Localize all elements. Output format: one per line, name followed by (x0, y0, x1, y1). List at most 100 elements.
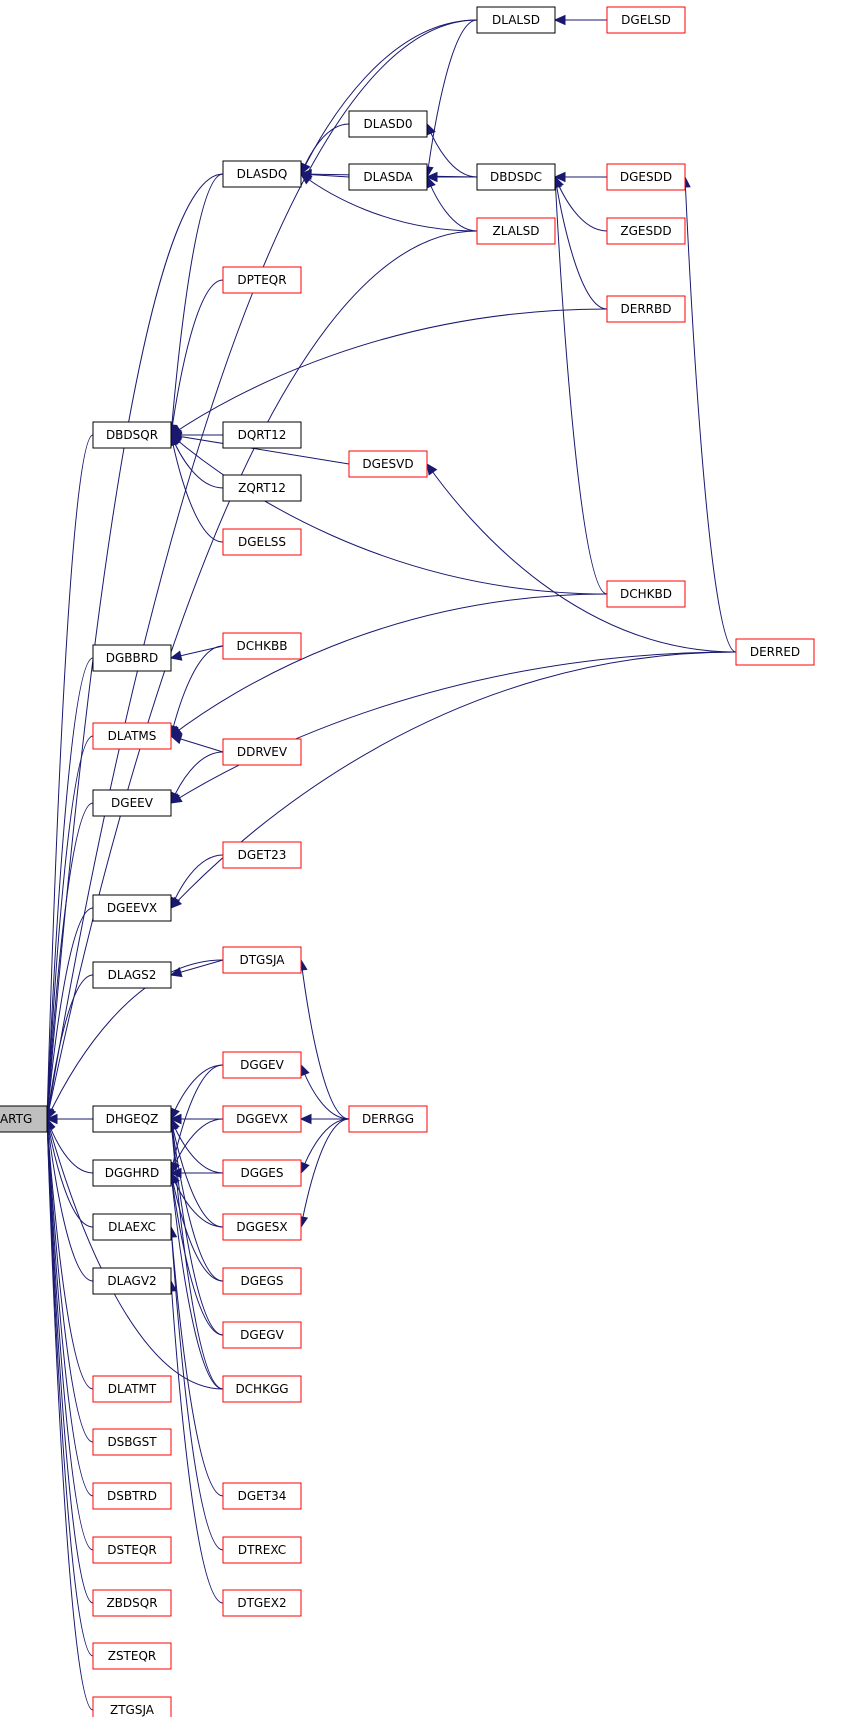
node-dgelsd[interactable]: DGELSD (606, 6, 686, 34)
node-dlasdq[interactable]: DLASDQ (222, 160, 302, 188)
node-box (92, 1696, 172, 1717)
node-box (92, 1428, 172, 1456)
node-label: DLATMS (108, 729, 157, 743)
node-ztgsja[interactable]: ZTGSJA (92, 1696, 172, 1717)
node-box (92, 789, 172, 817)
node-label: DGELSS (238, 535, 286, 549)
node-zbdsqr[interactable]: ZBDSQR (92, 1589, 172, 1617)
node-box (222, 738, 302, 766)
node-dlaexc[interactable]: DLAEXC (92, 1213, 172, 1241)
node-dsbgst[interactable]: DSBGST (92, 1428, 172, 1456)
node-dlartg[interactable]: DLARTG (0, 1105, 48, 1133)
node-dggev[interactable]: DGGEV (222, 1051, 302, 1079)
node-label: DSBGST (107, 1435, 157, 1449)
node-dtgex2[interactable]: DTGEX2 (222, 1589, 302, 1617)
node-ddrvev[interactable]: DDRVEV (222, 738, 302, 766)
edge-dtgsja-to-dlags2 (169, 959, 224, 978)
node-label: DGET34 (238, 1489, 287, 1503)
node-dlagv2[interactable]: DLAGV2 (92, 1267, 172, 1295)
node-box (222, 1267, 302, 1295)
node-dbdsqr[interactable]: DBDSQR (92, 421, 172, 449)
node-dget23[interactable]: DGET23 (222, 841, 302, 869)
node-dggesx[interactable]: DGGESX (222, 1213, 302, 1241)
node-box (92, 1105, 172, 1133)
node-label: DGEEVX (107, 901, 157, 915)
node-dlasda[interactable]: DLASDA (348, 163, 428, 191)
node-dpteqr[interactable]: DPTEQR (222, 266, 302, 294)
node-dggevx[interactable]: DGGEVX (222, 1105, 302, 1133)
edge-dgelss-to-dbdsqr (167, 433, 224, 543)
edge-derred-to-dgeevx (170, 651, 737, 909)
node-dlasd0[interactable]: DLASD0 (348, 110, 428, 138)
node-dlatms[interactable]: DLATMS (92, 722, 172, 750)
node-label: DLARTG (0, 1112, 32, 1126)
node-box (222, 1105, 302, 1133)
node-box (222, 1051, 302, 1079)
node-box (476, 6, 556, 34)
node-dgelss[interactable]: DGELSS (222, 528, 302, 556)
node-zsteqr[interactable]: ZSTEQR (92, 1642, 172, 1670)
edge-derrbd-to-dbdsdc (551, 175, 608, 310)
node-dtgsja[interactable]: DTGSJA (222, 946, 302, 974)
node-dgges[interactable]: DGGES (222, 1159, 302, 1187)
node-box (348, 110, 428, 138)
edge-ddrvev-to-dlatms (169, 734, 224, 753)
node-box (348, 450, 428, 478)
edge-dhgeqz-to-dlartg (45, 1113, 93, 1125)
node-box (222, 421, 302, 449)
edge-dtgex2-to-dlagv2 (166, 1279, 224, 1604)
node-dgghrd[interactable]: DGGHRD (92, 1159, 172, 1187)
node-dgeev[interactable]: DGEEV (92, 789, 172, 817)
edge-dgelsd-to-dlalsd (553, 14, 607, 26)
edge-derrgg-to-dtgsja (297, 958, 350, 1120)
node-dqrt12[interactable]: DQRT12 (222, 421, 302, 449)
node-label: DGGEV (240, 1058, 284, 1072)
node-dgbbrd[interactable]: DGBBRD (92, 644, 172, 672)
node-box (92, 1589, 172, 1617)
node-dsteqr[interactable]: DSTEQR (92, 1536, 172, 1564)
node-dgegv[interactable]: DGEGV (222, 1321, 302, 1349)
node-label: DLASD0 (364, 117, 413, 131)
edge-dlatmt-to-dlartg (42, 1117, 94, 1390)
node-dgesvd[interactable]: DGESVD (348, 450, 428, 478)
node-dgeevx[interactable]: DGEEVX (92, 894, 172, 922)
node-box (92, 1482, 172, 1510)
node-box (92, 894, 172, 922)
node-dsbtrd[interactable]: DSBTRD (92, 1482, 172, 1510)
node-dchkbb[interactable]: DCHKBB (222, 632, 302, 660)
node-dlatmt[interactable]: DLATMT (92, 1375, 172, 1403)
node-zgesdd[interactable]: ZGESDD (606, 217, 686, 245)
node-zqrt12[interactable]: ZQRT12 (222, 474, 302, 502)
node-dtrexc[interactable]: DTREXC (222, 1536, 302, 1564)
node-dgesdd[interactable]: DGESDD (606, 163, 686, 191)
edge-dsbtrd-to-dlartg (42, 1117, 94, 1497)
node-label: DERRGG (362, 1112, 414, 1126)
node-dlalsd[interactable]: DLALSD (476, 6, 556, 34)
edge-derrgg-to-dggev (299, 1063, 350, 1120)
node-dchkgg[interactable]: DCHKGG (222, 1375, 302, 1403)
node-box (476, 217, 556, 245)
node-label: DLAGV2 (107, 1274, 156, 1288)
node-dhgeqz[interactable]: DHGEQZ (92, 1105, 172, 1133)
node-label: DBDSQR (106, 428, 158, 442)
node-label: ZTGSJA (110, 1703, 155, 1717)
node-dbdsdc[interactable]: DBDSDC (476, 163, 556, 191)
edge-zsteqr-to-dlartg (42, 1117, 94, 1657)
node-dgegs[interactable]: DGEGS (222, 1267, 302, 1295)
node-box (92, 1159, 172, 1187)
node-derrgg[interactable]: DERRGG (348, 1105, 428, 1133)
node-dlags2[interactable]: DLAGS2 (92, 961, 172, 989)
node-derrbd[interactable]: DERRBD (606, 295, 686, 323)
node-label: DTREXC (238, 1543, 286, 1557)
edge-zqrt12-to-dbdsqr (170, 433, 224, 489)
node-zlalsd[interactable]: ZLALSD (476, 217, 556, 245)
node-dget34[interactable]: DGET34 (222, 1482, 302, 1510)
node-box (92, 961, 172, 989)
node-dchkbd[interactable]: DCHKBD (606, 580, 686, 608)
node-label: DGGEVX (236, 1112, 288, 1126)
node-label: DCHKGG (235, 1382, 288, 1396)
node-label: DLASDA (363, 170, 413, 184)
node-derred[interactable]: DERRED (735, 638, 815, 666)
node-box (222, 841, 302, 869)
